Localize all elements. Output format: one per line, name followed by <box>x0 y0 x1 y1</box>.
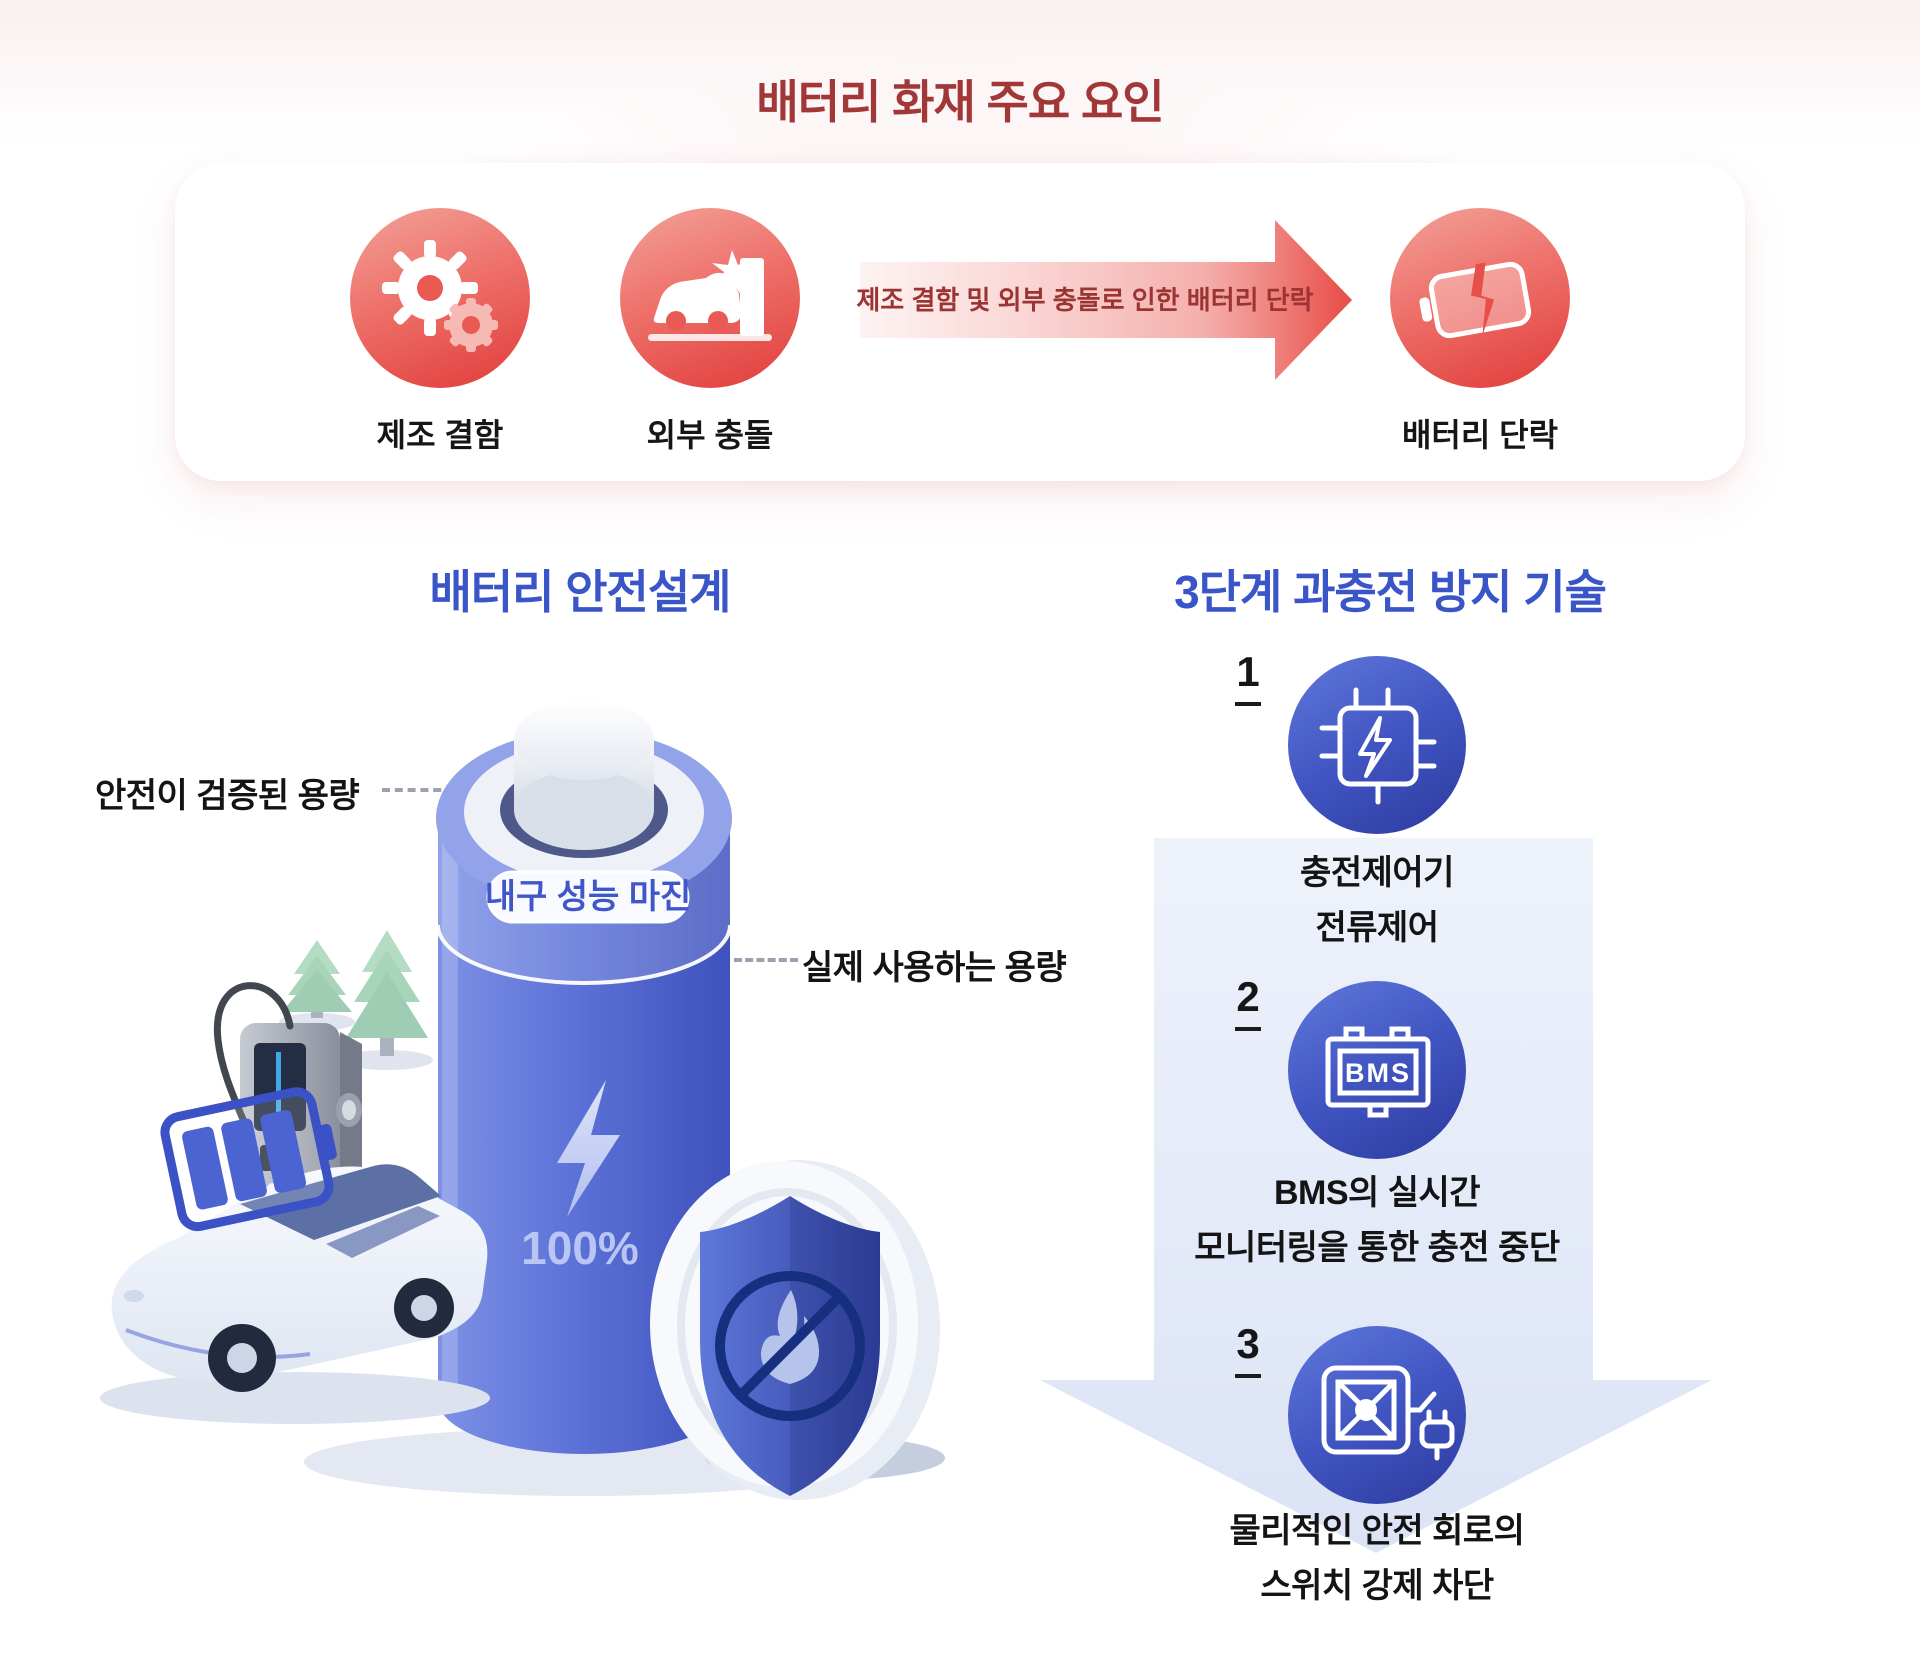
step-number-1: 1 <box>1226 650 1270 706</box>
gears-icon <box>350 208 530 388</box>
verified-capacity-label: 안전이 검증된 용량 <box>95 777 360 815</box>
car-crash-icon <box>620 208 800 388</box>
gears-icon-svg <box>382 240 498 352</box>
breaker-icon-svg <box>1321 1365 1455 1461</box>
step-number-underline <box>1235 1027 1261 1031</box>
battery-safety-illustration: 내구 성능 마진 100% <box>100 700 945 1500</box>
bms-icon-svg: BMS <box>1325 1026 1431 1118</box>
lightning-icon <box>557 1080 620 1217</box>
fire-causes-card: 제조 결함 외부 충돌 제조 결함 및 <box>175 163 1745 481</box>
margin-pill: 내구 성능 마진 <box>485 870 692 924</box>
battery-outline-icon <box>160 1087 337 1232</box>
page-title: 배터리 화재 주요 요인 <box>756 76 1164 128</box>
chip-icon-svg <box>1319 687 1437 805</box>
battery-short-circuit-icon <box>1390 208 1570 388</box>
cause-label-collision: 외부 충돌 <box>646 417 774 453</box>
safety-circuit-breaker-icon <box>1288 1326 1466 1504</box>
step-number-2: 2 <box>1226 975 1270 1031</box>
cause-result-arrow <box>860 220 1352 380</box>
arrow-caption: 제조 결함 및 외부 충돌로 인한 배터리 단락 <box>856 285 1314 315</box>
margin-pill-text: 내구 성능 마진 <box>485 878 692 916</box>
tree-icon <box>341 930 433 1070</box>
charge-percent-text: 100% <box>521 1222 639 1274</box>
step-number-3: 3 <box>1226 1322 1270 1378</box>
result-label-short: 배터리 단락 <box>1401 417 1559 453</box>
car-crash-icon-svg <box>648 250 772 341</box>
steps-down-arrow <box>1040 838 1712 1553</box>
bms-icon: BMS <box>1288 981 1466 1159</box>
step-number-underline <box>1235 1374 1261 1378</box>
cause-label-defect: 제조 결함 <box>376 417 504 453</box>
actual-capacity-label: 실제 사용하는 용량 <box>802 949 1067 987</box>
gear-small <box>444 298 498 352</box>
ev-car-icon <box>100 1164 490 1424</box>
actual-capacity-leader-line <box>734 958 798 962</box>
step-2-label: BMS의 실시간 모니터링을 통한 충전 중단 <box>1194 1174 1560 1267</box>
step-number-underline <box>1235 702 1261 706</box>
verified-capacity-leader-line <box>382 788 454 792</box>
charge-controller-chip-icon <box>1288 656 1466 834</box>
left-section-title: 배터리 안전설계 <box>429 566 731 618</box>
step-1-label: 충전제어기 전류제어 <box>1300 854 1454 947</box>
shield-no-fire-icon <box>650 1160 945 1500</box>
right-section-title: 3단계 과충전 방지 기술 <box>1174 566 1607 618</box>
battery-short-icon-svg <box>1419 261 1532 339</box>
bms-icon-text: BMS <box>1345 1058 1411 1088</box>
step-3-label: 물리적인 안전 회로의 스위치 강제 차단 <box>1229 1512 1525 1605</box>
big-battery: 내구 성능 마진 100% <box>436 700 732 1454</box>
